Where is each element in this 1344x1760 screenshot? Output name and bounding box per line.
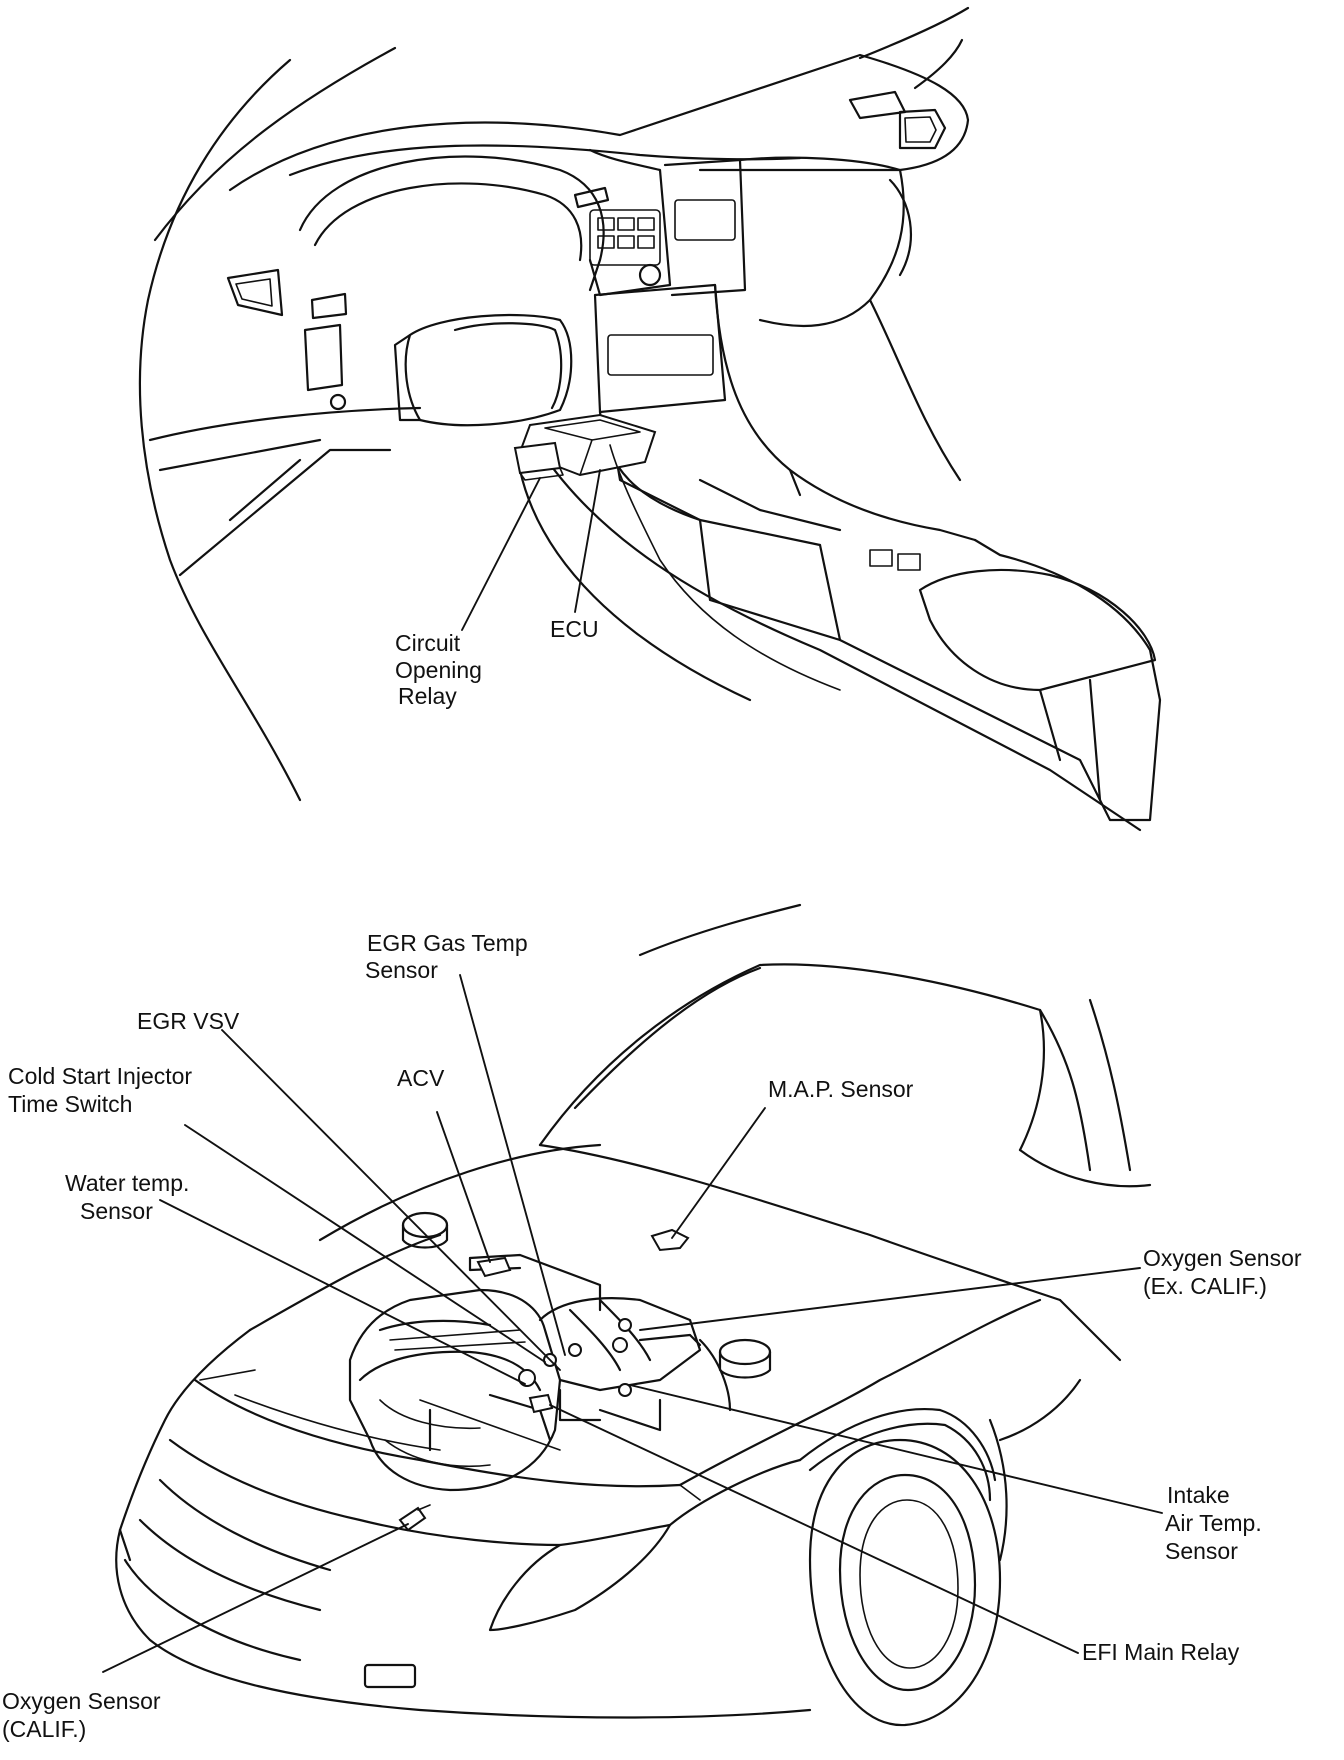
leader-egr-vsv xyxy=(221,1029,561,1371)
dashboard-drawing xyxy=(138,6,1162,832)
leader-efi-main-relay xyxy=(549,1404,1079,1654)
label-circuit-opening-relay: Circuit Opening Relay xyxy=(395,630,488,709)
label-acv: ACV xyxy=(397,1065,445,1091)
leader-cold-start-injector xyxy=(184,1124,546,1363)
label-cold-start-injector-time-switch: Cold Start Injector Time Switch xyxy=(8,1063,198,1117)
label-efi-main-relay: EFI Main Relay xyxy=(1082,1639,1240,1665)
label-oxygen-sensor-ex-calif: Oxygen Sensor (Ex. CALIF.) xyxy=(1143,1245,1308,1299)
label-egr-gas-temp-sensor: EGR Gas Temp Sensor xyxy=(365,930,534,983)
leader-acv xyxy=(436,1111,491,1263)
leader-circuit-opening-relay xyxy=(461,477,541,631)
bottom-leaders xyxy=(102,974,1163,1673)
leader-ecu xyxy=(574,469,601,613)
leader-oxygen-sensor-ex-calif xyxy=(639,1267,1141,1331)
car-front-drawing xyxy=(115,903,1152,1727)
label-ecu: ECU xyxy=(550,616,599,642)
label-egr-vsv: EGR VSV xyxy=(137,1008,240,1034)
label-water-temp-sensor: Water temp. Sensor xyxy=(65,1170,196,1224)
leader-oxygen-sensor-calif xyxy=(102,1523,409,1673)
label-map-sensor: M.A.P. Sensor xyxy=(768,1076,914,1102)
leader-water-temp-sensor xyxy=(159,1199,526,1385)
label-oxygen-sensor-calif: Oxygen Sensor (CALIF.) xyxy=(2,1688,167,1742)
leader-map-sensor xyxy=(671,1107,766,1239)
leader-intake-air-temp-sensor xyxy=(629,1384,1163,1514)
label-intake-air-temp-sensor: Intake Air Temp. Sensor xyxy=(1165,1482,1268,1564)
leader-egr-gas-temp-sensor xyxy=(459,974,566,1356)
